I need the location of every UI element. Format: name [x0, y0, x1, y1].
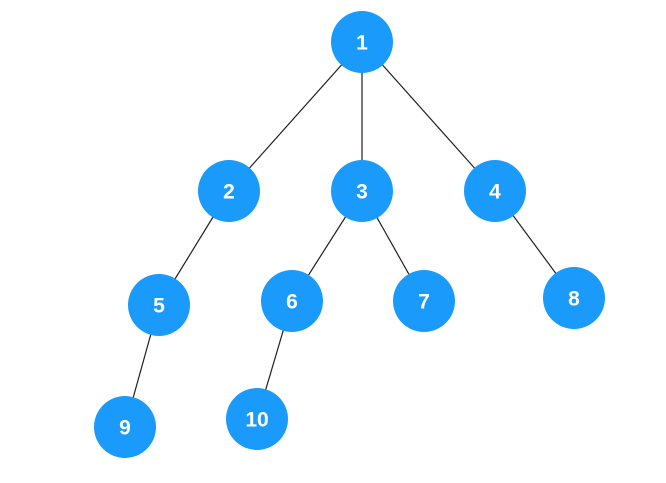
- edges-layer: [124, 41, 575, 428]
- node-label: 1: [356, 32, 368, 55]
- node-8: 8: [543, 267, 605, 329]
- node-circle: [543, 267, 605, 329]
- node-circle: [198, 160, 260, 222]
- node-label: 10: [245, 409, 268, 432]
- node-circle: [331, 11, 393, 73]
- edge-1-4: [361, 41, 496, 192]
- node-2: 2: [198, 160, 260, 222]
- node-circle: [128, 274, 190, 336]
- node-label: 5: [153, 295, 165, 318]
- node-label: 9: [119, 417, 131, 440]
- node-circle: [226, 388, 288, 450]
- node-label: 2: [223, 181, 235, 204]
- nodes-layer: 1 2 3 4 5 6 7 8 9 10: [94, 11, 605, 458]
- node-4: 4: [464, 160, 526, 222]
- node-9: 9: [94, 396, 156, 458]
- node-6: 6: [261, 270, 323, 332]
- node-label: 3: [356, 181, 368, 204]
- node-3: 3: [331, 160, 393, 222]
- node-circle: [464, 160, 526, 222]
- edge-1-2: [228, 41, 363, 192]
- node-label: 8: [568, 288, 580, 311]
- node-label: 7: [418, 291, 430, 314]
- node-label: 4: [489, 181, 501, 204]
- node-5: 5: [128, 274, 190, 336]
- node-circle: [393, 270, 455, 332]
- node-circle: [94, 396, 156, 458]
- node-circle: [261, 270, 323, 332]
- node-7: 7: [393, 270, 455, 332]
- node-label: 6: [286, 291, 298, 314]
- node-1: 1: [331, 11, 393, 73]
- node-10: 10: [226, 388, 288, 450]
- node-circle: [331, 160, 393, 222]
